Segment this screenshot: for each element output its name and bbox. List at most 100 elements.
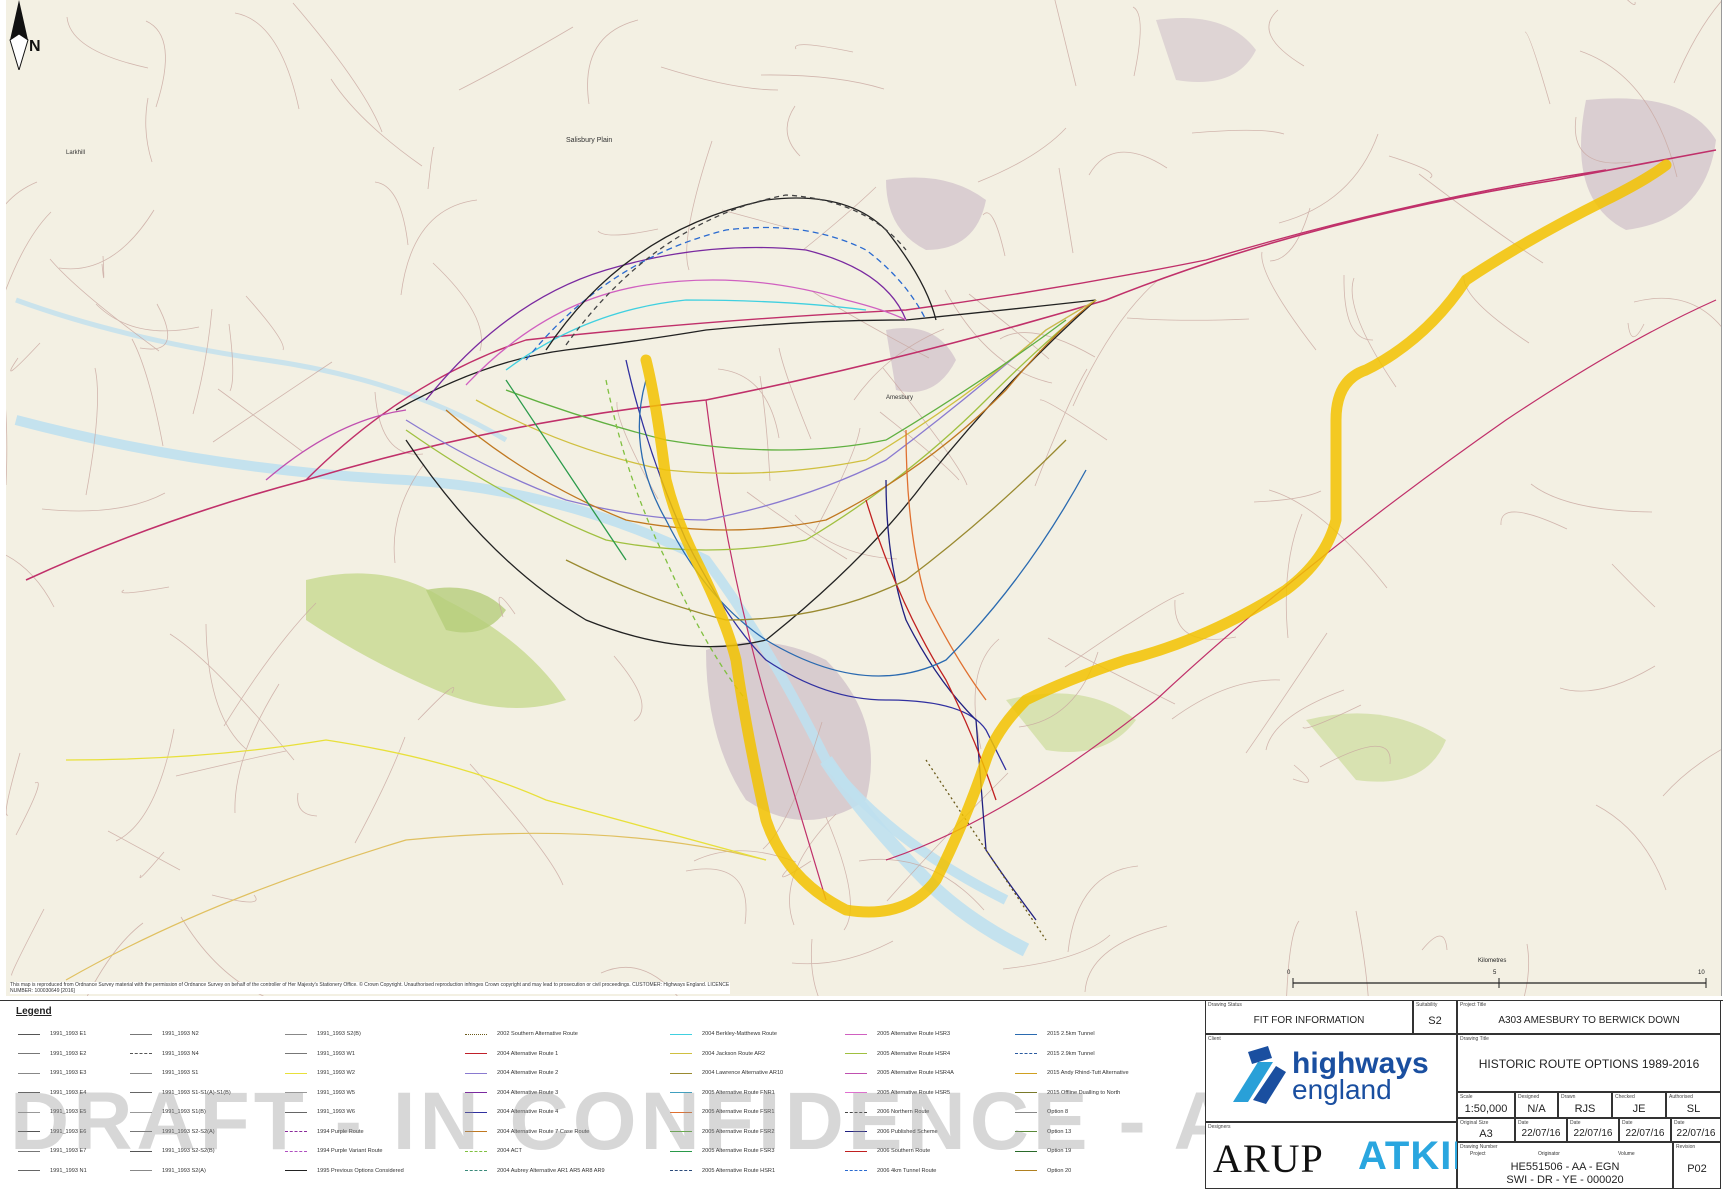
suitability-label: Suitability [1416, 1002, 1438, 1008]
map-canvas [6, 0, 1721, 996]
minor-road [1171, 679, 1281, 720]
legend-item: 1991_1993 N4 [130, 1049, 199, 1059]
minor-road [1662, 749, 1721, 797]
os-copyright-notice: This map is reproduced from Ordnance Sur… [10, 982, 730, 994]
minor-road [85, 367, 98, 496]
legend-swatch [130, 1092, 152, 1093]
minor-road [1047, 637, 1176, 705]
legend-swatch [18, 1033, 40, 1035]
checked: JE [1632, 1103, 1646, 1115]
legend-label: 2004 Alternative Route 4 [497, 1109, 559, 1115]
legend-item: Option 20 [1015, 1166, 1071, 1176]
legend-item: 1991_1993 E1 [18, 1029, 86, 1039]
client-label: Client [1208, 1036, 1221, 1042]
drawing-number-cell: Drawing Number Project Originator Volume… [1457, 1142, 1673, 1189]
route-map[interactable]: N Salisbury Plain Larkhill Amesbury Kilo… [6, 0, 1722, 996]
legend-item: 2004 Jackson Route AR2 [670, 1049, 765, 1059]
revision: P02 [1687, 1163, 1707, 1175]
minor-road [686, 140, 713, 271]
legend-swatch [130, 1053, 152, 1054]
minor-road [86, 922, 144, 996]
legend-label: 1991_1993 S2(A) [162, 1167, 206, 1174]
legend-label: 1991_1993 S1-S1(A)-S1(B) [162, 1089, 231, 1096]
minor-road [1058, 167, 1074, 254]
legend-swatch [670, 1111, 692, 1113]
legend-item: 2015 2.9km Tunnel [1015, 1049, 1095, 1059]
legend-item: Option 13 [1015, 1127, 1071, 1137]
drawing-number-line2: SWI - DR - YE - 000020 [1506, 1174, 1624, 1186]
legend-label: 2005 Alternative Route FNR1 [702, 1089, 775, 1096]
legend-item: Option 8 [1015, 1107, 1068, 1117]
legend-swatch [1015, 1131, 1037, 1132]
legend-swatch [130, 1072, 152, 1074]
date-label-2: Date [1570, 1120, 1581, 1126]
minor-road [400, 199, 478, 296]
minor-road [778, 347, 812, 440]
legend-swatch [285, 1131, 307, 1132]
minor-road [1421, 935, 1448, 951]
legend-label: 1991_1993 E7 [50, 1148, 87, 1154]
date-1: 22/07/16 [1521, 1128, 1561, 1139]
legend-label: 1991_1993 S2-S2(B) [162, 1148, 215, 1154]
legend-label: 2006 4km Tunnel Route [877, 1167, 937, 1174]
legend-label: 2004 Aubrey Alternative AR1 AR5 AR8 AR9 [497, 1167, 605, 1174]
drawing-number-label: Drawing Number [1460, 1144, 1498, 1150]
minor-road [1285, 513, 1303, 639]
minor-road [6, 554, 55, 608]
minor-road [234, 12, 300, 110]
legend-swatch [465, 1111, 487, 1113]
legend-swatch [670, 1072, 692, 1074]
minor-road [982, 212, 1006, 257]
scale-bar-mid: 5 [1493, 970, 1497, 976]
minor-road [1319, 745, 1391, 768]
minor-road [1579, 50, 1678, 178]
legend-label: 1991_1993 S1 [162, 1070, 199, 1076]
minor-road [1067, 865, 1139, 953]
legend-item: 2006 Southern Route [845, 1146, 930, 1156]
legend-label: 2004 Alternative Route 1 [497, 1050, 559, 1057]
legend-item: 1991_1993 E6 [18, 1127, 86, 1137]
legend-swatch [845, 1150, 867, 1152]
suitability-cell: Suitability S2 [1413, 1000, 1457, 1034]
scale: 1:50,000 [1464, 1103, 1508, 1115]
legend-swatch [670, 1033, 692, 1035]
minor-road [1633, 297, 1721, 327]
minor-road [432, 262, 482, 352]
minor-road [145, 20, 166, 108]
minor-road [1002, 934, 1111, 970]
minor-road [107, 830, 181, 871]
minor-road [297, 792, 318, 817]
minor-road [810, 938, 819, 996]
drawing-title: HISTORIC ROUTE OPTIONS 1989-2016 [1478, 1057, 1700, 1071]
scale-bar-start: 0 [1287, 970, 1291, 976]
legend-swatch [1015, 1072, 1037, 1074]
designers-cell: Designers [1205, 1122, 1457, 1189]
legend-label: 2006 Southern Route [877, 1148, 931, 1154]
minor-road [795, 44, 854, 53]
legend-item: 1991_1993 S2-S2(A) [130, 1127, 215, 1137]
drawing-number-line1: HE551506 - AA - EGN [1510, 1161, 1620, 1173]
legend-swatch [18, 1072, 40, 1074]
client-logo-text: highways [1292, 1047, 1429, 1080]
legend-label: 2005 Alternative Route FSR1 [702, 1109, 775, 1115]
minor-road [234, 683, 280, 814]
legend-label: 1991_1993 E2 [50, 1050, 87, 1057]
authorised-label: Authorised [1669, 1094, 1693, 1100]
legend-swatch [845, 1053, 867, 1054]
minor-road [974, 638, 1000, 750]
legend-swatch [285, 1111, 307, 1113]
legend-swatch [130, 1131, 152, 1132]
authorised: SL [1686, 1103, 1701, 1115]
legend-item: Option 19 [1015, 1146, 1071, 1156]
legend-label: 2004 Alternative Route 7 Case Route [497, 1128, 590, 1135]
date-3: 22/07/16 [1625, 1128, 1665, 1139]
minor-road [1265, 689, 1345, 751]
legend-swatch [845, 1033, 867, 1035]
legend-swatch [670, 1131, 692, 1132]
preferred-route-corridor [640, 159, 1672, 918]
legend-swatch [130, 1111, 152, 1113]
minor-road [1388, 155, 1433, 179]
drawing-status: FIT FOR INFORMATION [1253, 1015, 1365, 1026]
date-2: 22/07/16 [1573, 1128, 1613, 1139]
minor-road [217, 388, 304, 453]
